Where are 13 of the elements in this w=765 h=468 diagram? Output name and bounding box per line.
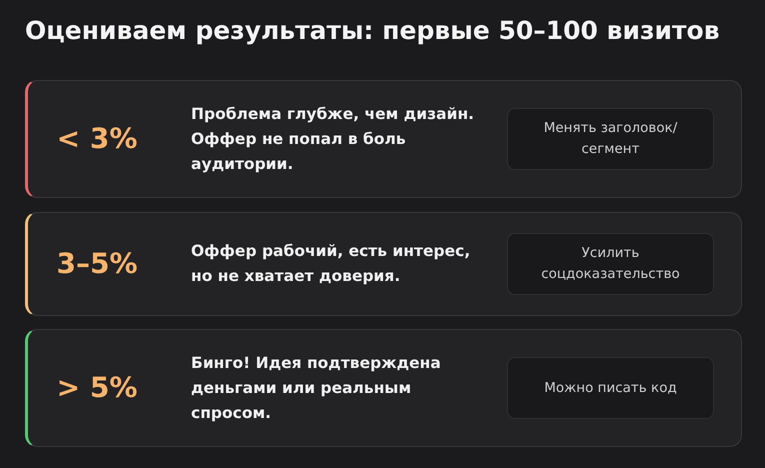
recommendation-box: Можно писать код <box>507 357 714 419</box>
recommendation-box: Менять заголовок/ сегмент <box>507 108 714 170</box>
result-card <box>25 212 742 316</box>
description-text: Проблема глубже, чем дизайн. Оффер не попал в боль аудитории. <box>191 104 476 174</box>
percentage-value: > 5% <box>56 370 138 406</box>
percentage-value: < 3% <box>56 121 138 157</box>
recommendation-box: Усилить соцдоказательство <box>507 233 714 295</box>
result-card <box>25 329 742 447</box>
percentage-value: 3–5% <box>55 246 139 282</box>
title: Оцениваем результаты: первые 50–100 визитов <box>25 15 720 47</box>
result-card <box>25 80 742 198</box>
description-text: Оффер рабочий, есть интерес, но не хватает доверия. <box>191 241 472 287</box>
description-text: Бинго! Идея подтверждена деньгами или реальным спросом. <box>191 352 442 424</box>
